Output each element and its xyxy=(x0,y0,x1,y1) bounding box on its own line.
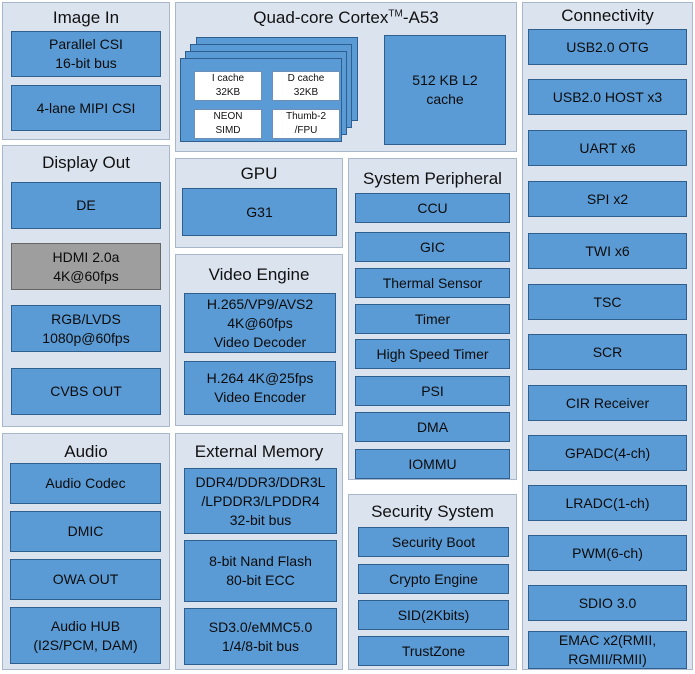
cpu-group: Quad-core CortexTM-A53 I cache 32KB D ca… xyxy=(175,2,517,152)
emac-block: EMAC x2(RMII, RGMII/RMII) xyxy=(528,631,687,669)
system-peripheral-group: System Peripheral CCU GIC Thermal Sensor… xyxy=(348,158,517,480)
audio-group: Audio Audio Codec DMIC OWA OUT Audio HUB… xyxy=(2,433,170,670)
system-peripheral-title: System Peripheral xyxy=(363,169,502,188)
scr-block: SCR xyxy=(528,334,687,370)
timer-block: Timer xyxy=(355,304,510,334)
audio-title: Audio xyxy=(64,442,108,461)
display-out-title: Display Out xyxy=(42,153,130,172)
cpu-title-suffix: -A53 xyxy=(402,8,439,27)
external-memory-title: External Memory xyxy=(194,442,324,461)
mipi-csi-block: 4-lane MIPI CSI xyxy=(11,85,161,131)
thumb2-fpu-block: Thumb-2 /FPU xyxy=(272,109,340,139)
de-block: DE xyxy=(11,182,161,229)
hdmi-block: HDMI 2.0a 4K@60fps xyxy=(11,243,161,290)
g31-block: G31 xyxy=(182,188,337,236)
thermal-sensor-block: Thermal Sensor xyxy=(355,268,510,298)
icache-block: I cache 32KB xyxy=(194,71,262,101)
security-system-group: Security System Security Boot Crypto Eng… xyxy=(348,494,517,670)
dcache-block: D cache 32KB xyxy=(272,71,340,101)
cir-receiver-block: CIR Receiver xyxy=(528,385,687,421)
l2-cache-block: 512 KB L2 cache xyxy=(384,35,506,145)
spi-block: SPI x2 xyxy=(528,181,687,217)
video-encoder-block: H.264 4K@25fps Video Encoder xyxy=(184,361,336,415)
cpu-title-tm: TM xyxy=(388,8,403,20)
owa-out-block: OWA OUT xyxy=(10,559,161,600)
sid-block: SID(2Kbits) xyxy=(358,600,509,630)
lradc-block: LRADC(1-ch) xyxy=(528,485,687,521)
neon-simd-block: NEON SIMD xyxy=(194,109,262,139)
sd-emmc-block: SD3.0/eMMC5.0 1/4/8-bit bus xyxy=(184,608,337,665)
connectivity-title: Connectivity xyxy=(561,6,654,25)
image-in-title: Image In xyxy=(52,8,120,27)
image-in-group: Image In Parallel CSI 16-bit bus 4-lane … xyxy=(2,2,170,140)
usb-otg-block: USB2.0 OTG xyxy=(528,29,687,65)
iommu-block: IOMMU xyxy=(355,449,510,479)
dma-block: DMA xyxy=(355,412,510,442)
display-out-group: Display Out DE HDMI 2.0a 4K@60fps RGB/LV… xyxy=(2,145,170,427)
rgb-lvds-block: RGB/LVDS 1080p@60fps xyxy=(11,305,161,352)
nand-flash-block: 8-bit Nand Flash 80-bit ECC xyxy=(184,540,337,602)
cpu-title-main: Quad-core Cortex xyxy=(253,8,389,27)
cpu-core-card: I cache 32KB D cache 32KB NEON SIMD Thum… xyxy=(180,58,342,142)
video-engine-title: Video Engine xyxy=(208,265,310,284)
tsc-block: TSC xyxy=(528,284,687,320)
dmic-block: DMIC xyxy=(10,511,161,552)
audio-codec-block: Audio Codec xyxy=(10,463,161,504)
video-engine-group: Video Engine H.265/VP9/AVS2 4K@60fps Vid… xyxy=(175,254,343,426)
twi-block: TWI x6 xyxy=(528,233,687,269)
cvbs-out-block: CVBS OUT xyxy=(11,368,161,415)
gic-block: GIC xyxy=(355,232,510,262)
gpadc-block: GPADC(4-ch) xyxy=(528,435,687,471)
connectivity-group: Connectivity USB2.0 OTG USB2.0 HOST x3 U… xyxy=(522,2,693,670)
ddr-block: DDR4/DDR3/DDR3L /LPDDR3/LPDDR4 32-bit bu… xyxy=(184,468,337,534)
external-memory-group: External Memory DDR4/DDR3/DDR3L /LPDDR3/… xyxy=(175,433,343,670)
parallel-csi-block: Parallel CSI 16-bit bus xyxy=(11,31,161,77)
video-decoder-block: H.265/VP9/AVS2 4K@60fps Video Decoder xyxy=(184,293,336,353)
pwm-block: PWM(6-ch) xyxy=(528,535,687,571)
ccu-block: CCU xyxy=(355,193,510,223)
gpu-group: GPU G31 xyxy=(175,158,343,248)
security-system-title: Security System xyxy=(371,502,494,521)
trustzone-block: TrustZone xyxy=(358,636,509,666)
cpu-title: Quad-core CortexTM-A53 xyxy=(176,8,516,28)
sdio-block: SDIO 3.0 xyxy=(528,585,687,621)
psi-block: PSI xyxy=(355,376,510,406)
crypto-engine-block: Crypto Engine xyxy=(358,564,509,594)
uart-block: UART x6 xyxy=(528,130,687,166)
usb-host-block: USB2.0 HOST x3 xyxy=(528,79,687,115)
security-boot-block: Security Boot xyxy=(358,527,509,557)
high-speed-timer-block: High Speed Timer xyxy=(355,339,510,369)
audio-hub-block: Audio HUB (I2S/PCM, DAM) xyxy=(10,607,161,664)
gpu-title: GPU xyxy=(240,164,278,183)
